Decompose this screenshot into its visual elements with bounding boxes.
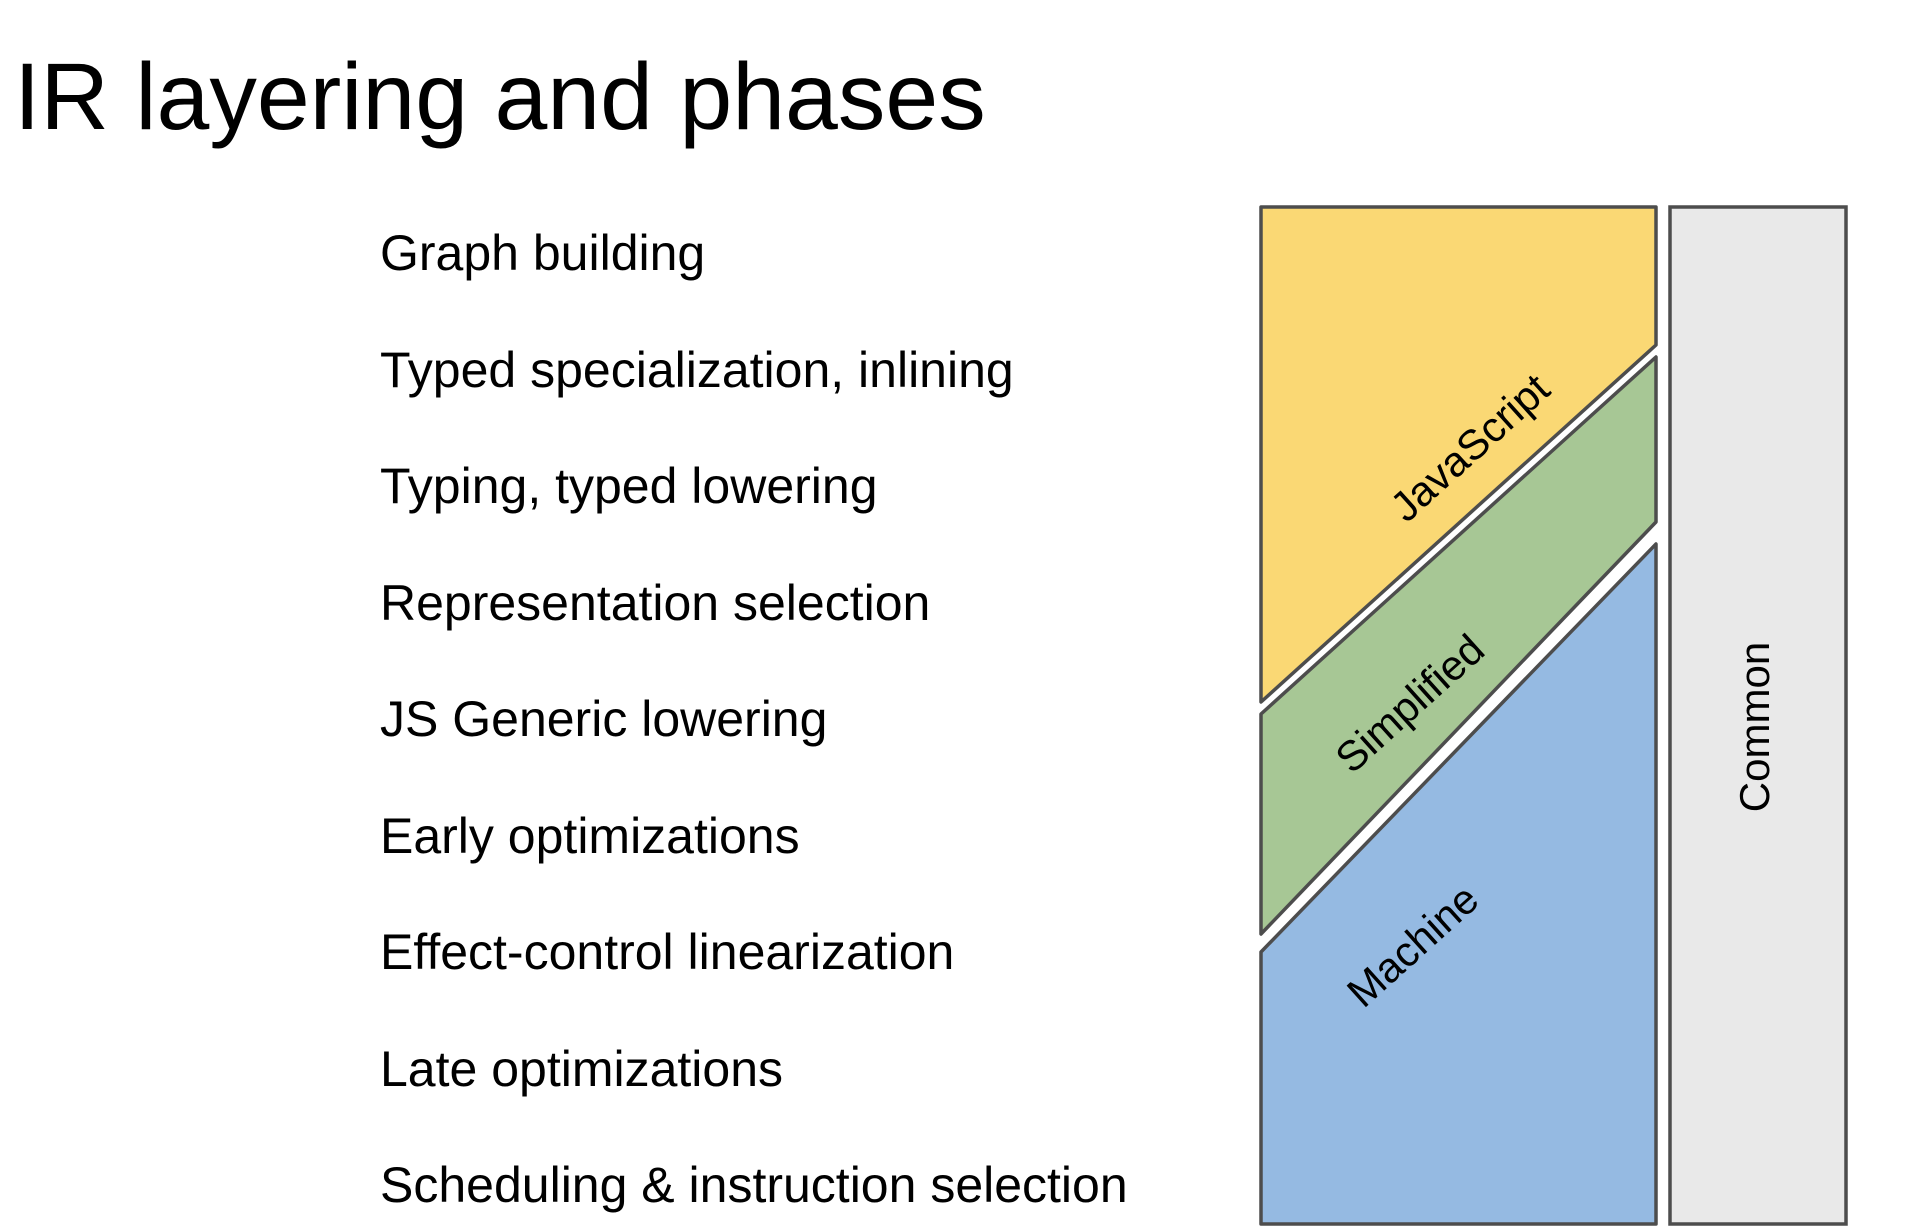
phase-item-representation-selection: Representation selection [380,574,931,631]
layer-javascript-shape [1259,205,1658,704]
phase-item-js-generic-lowering: JS Generic lowering [380,691,828,747]
phase-item-typing-typed-lowering: Typing, typed lowering [380,458,878,514]
common-bar-shape [1668,205,1848,1226]
phase-item-typed-specialization: Typed specialization, inlining [380,341,1014,398]
layer-machine-shape [1259,542,1658,1226]
phase-item-early-optimizations: Early optimizations [380,807,800,864]
phase-item-graph-building: Graph building [380,225,706,281]
phase-item-scheduling-instruction: Scheduling & instruction selection [380,1157,1128,1213]
page-title: IR layering and phases [14,44,986,150]
layer-simplified-shape [1259,355,1658,936]
phase-item-effect-control: Effect-control linearization [380,924,955,980]
phase-item-late-optimizations: Late optimizations [380,1040,784,1097]
common-bar-label: Common [1731,642,1778,812]
phase-list: Graph building Typed specialization, inl… [380,228,1128,1210]
